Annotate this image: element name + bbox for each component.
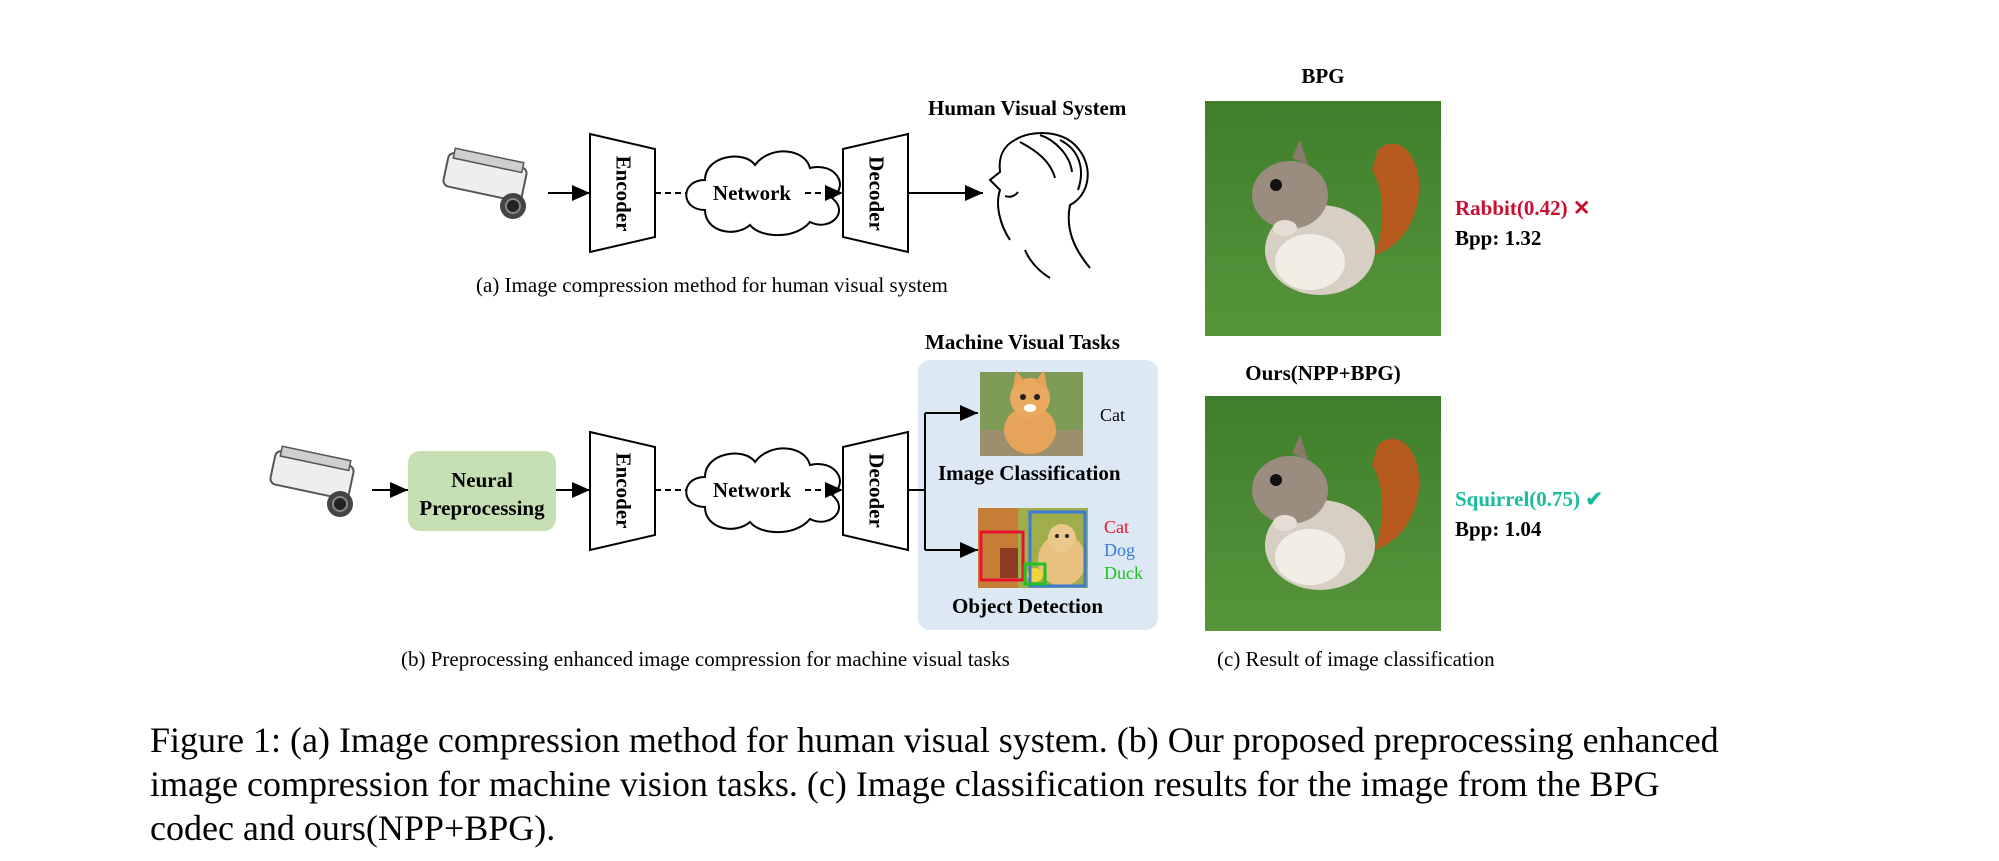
caption-a: (a) Image compression method for human v… <box>476 273 948 297</box>
classification-output: Cat <box>1100 405 1125 425</box>
decoder-label-a: Decoder <box>864 156 889 231</box>
ours-result: Squirrel(0.75) ✔ Bpp: 1.04 <box>1455 484 1603 544</box>
woman-profile-icon <box>988 132 1091 279</box>
bpg-result: Rabbit(0.42) ✕ Bpp: 1.32 <box>1455 193 1590 253</box>
mvt-title: Machine Visual Tasks <box>925 330 1120 354</box>
dog-detection-photo <box>978 508 1088 588</box>
caption-b: (b) Preprocessing enhanced image compres… <box>401 647 1010 671</box>
cloud-icon-b <box>685 447 841 534</box>
squirrel-photo-ours <box>1205 396 1441 631</box>
preprocessing-label-line1: Neural <box>451 468 513 492</box>
bpg-title: BPG <box>1301 64 1345 88</box>
decoder-block-b <box>842 430 909 552</box>
squirrel-photo-bpg <box>1205 101 1441 336</box>
hvs-title: Human Visual System <box>928 96 1127 120</box>
decoder-block-a <box>842 132 909 254</box>
detection-outputs: Cat Dog Duck <box>1104 516 1143 585</box>
preprocessing-label-line2: Preprocessing <box>419 496 545 520</box>
preprocessing-label: Neural Preprocessing <box>408 466 556 522</box>
figure-caption: Figure 1: (a) Image compression method f… <box>150 720 1719 848</box>
classification-label: Image Classification <box>938 461 1121 485</box>
network-label-b: Network <box>712 478 792 502</box>
caption-c: (c) Result of image classification <box>1217 647 1495 671</box>
bpg-bpp: Bpp: 1.32 <box>1455 226 1542 250</box>
encoder-block-b <box>589 430 656 552</box>
cat-photo <box>980 370 1083 456</box>
encoder-label-a: Encoder <box>611 155 636 232</box>
detection-output-dog: Dog <box>1104 540 1135 560</box>
detection-output-cat: Cat <box>1104 517 1129 537</box>
detection-label: Object Detection <box>952 594 1104 618</box>
ours-bpp: Bpp: 1.04 <box>1455 517 1542 541</box>
encoder-label-b: Encoder <box>611 452 636 529</box>
camera-icon-a <box>442 147 528 219</box>
detection-output-duck: Duck <box>1104 563 1143 583</box>
cloud-icon-a <box>685 150 841 237</box>
bpg-prediction: Rabbit(0.42) <box>1455 196 1568 220</box>
ours-prediction: Squirrel(0.75) <box>1455 487 1581 511</box>
network-label-a: Network <box>712 181 792 205</box>
check-icon: ✔ <box>1585 487 1603 511</box>
ours-title: Ours(NPP+BPG) <box>1245 361 1401 385</box>
encoder-block-a <box>589 132 656 254</box>
cross-icon: ✕ <box>1572 196 1591 220</box>
decoder-label-b: Decoder <box>864 453 889 528</box>
camera-icon-b <box>269 445 355 517</box>
preprocessing-block <box>408 451 556 531</box>
